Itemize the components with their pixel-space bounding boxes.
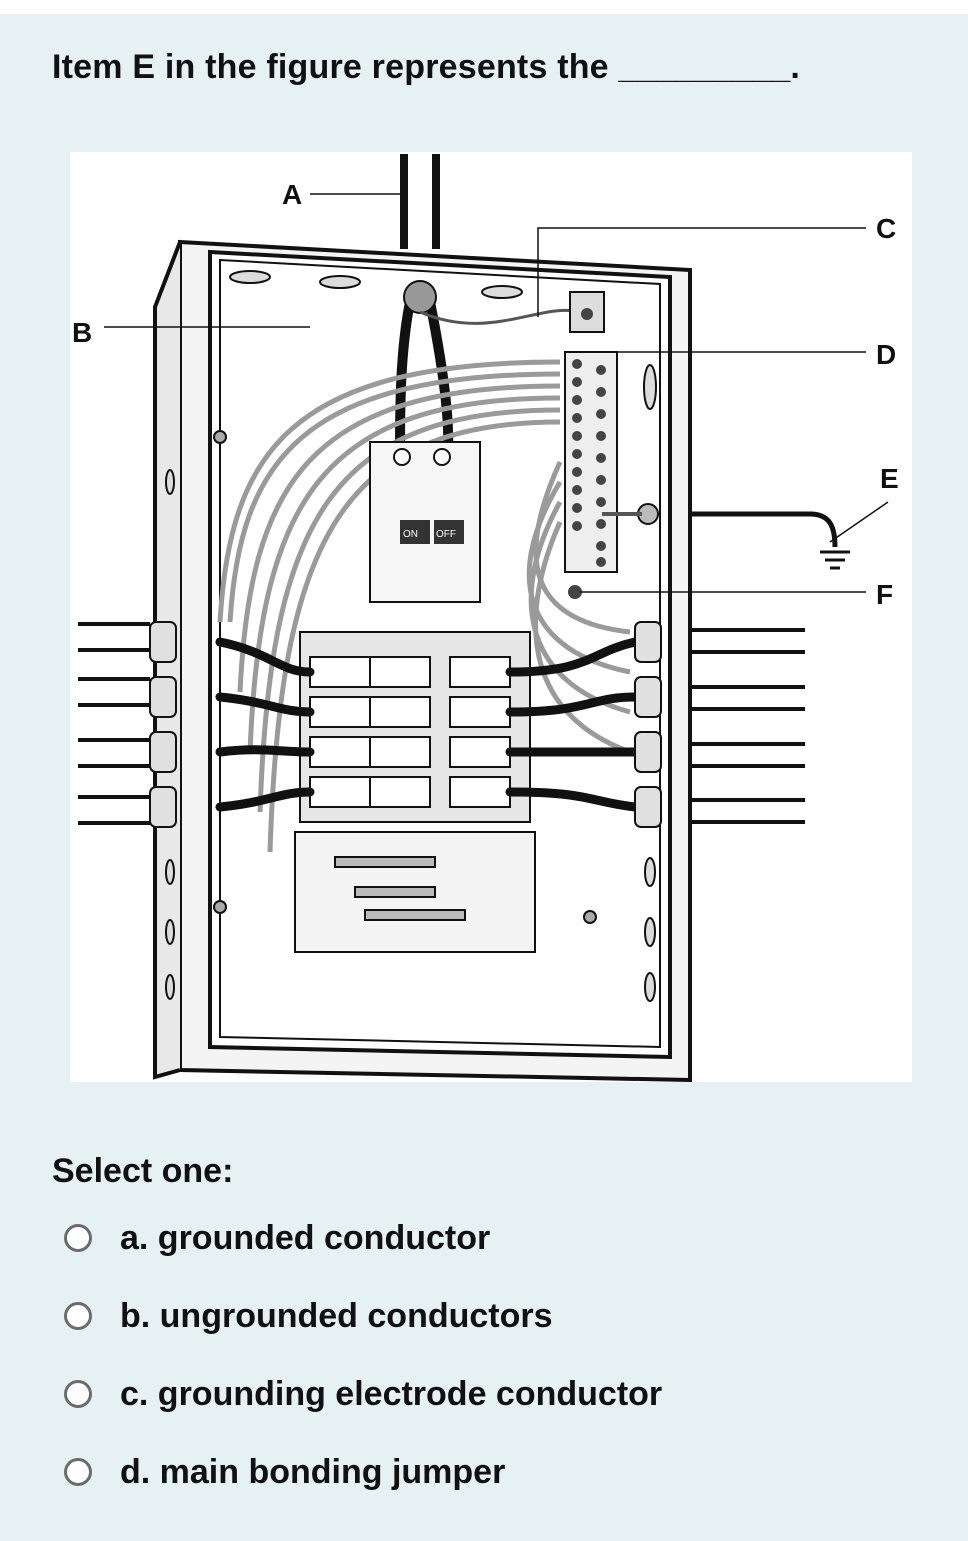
option-d-label: d. main bonding jumper [120, 1452, 506, 1491]
leader-lines [104, 193, 889, 593]
label-e: E [880, 463, 899, 494]
radio-button-a[interactable] [64, 1224, 92, 1252]
radio-button-c[interactable] [64, 1380, 92, 1408]
label-c: C [876, 213, 896, 244]
label-b: B [72, 317, 92, 348]
hot-branch-wires [215, 637, 640, 812]
branch-cables [78, 622, 805, 825]
option-b-label: b. ungrounded conductors [120, 1296, 553, 1335]
option-d[interactable]: d. main bonding jumper [64, 1450, 505, 1494]
label-a: A [282, 179, 302, 210]
knockouts [165, 270, 657, 1002]
select-one-label: Select one: [52, 1152, 234, 1190]
cable-clamps [149, 621, 662, 828]
electrical-panel-figure: ON OFF [70, 152, 912, 1082]
label-f: F [876, 579, 893, 610]
branch-breakers [294, 631, 536, 953]
option-a-label: a. grounded conductor [120, 1218, 491, 1257]
radio-button-d[interactable] [64, 1458, 92, 1486]
grounding-electrode-conductor [602, 503, 850, 570]
question-text: Item E in the figure represents the ____… [52, 48, 801, 86]
bonding-wire [419, 308, 581, 325]
bonding-screw [568, 585, 582, 599]
option-c-label: c. grounding electrode conductor [120, 1374, 663, 1413]
neutral-bus-bar [564, 291, 618, 573]
main-breaker-on-label: ON [403, 529, 418, 540]
service-connector [403, 280, 437, 314]
main-breaker: ON OFF [369, 441, 481, 603]
label-d: D [876, 339, 896, 370]
top-bar [0, 0, 968, 14]
service-conduit [400, 154, 440, 249]
main-breaker-off-label: OFF [436, 529, 456, 540]
radio-button-b[interactable] [64, 1302, 92, 1330]
option-c[interactable]: c. grounding electrode conductor [64, 1372, 662, 1416]
option-b[interactable]: b. ungrounded conductors [64, 1294, 553, 1338]
panel-screws [213, 430, 597, 924]
option-a[interactable]: a. grounded conductor [64, 1216, 490, 1260]
